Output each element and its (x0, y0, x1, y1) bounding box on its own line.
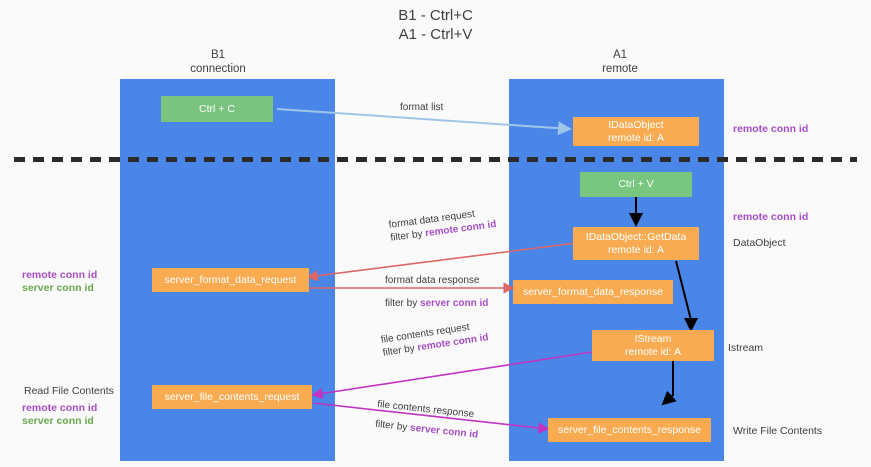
server-file-contents-response-box[interactable]: server_file_contents_response (548, 418, 711, 442)
idataobject-box[interactable]: IDataObject remote id: A (573, 117, 699, 146)
filter-value-server-conn-id: server conn id (420, 298, 489, 309)
edge-label-format-list: format list (400, 102, 444, 113)
column-header-a1: A1 remote (602, 49, 638, 75)
server-format-data-request-box[interactable]: server_format_data_request (152, 268, 309, 292)
ctrl-v-box[interactable]: Ctrl + V (580, 172, 692, 197)
left-label-read-file-contents: Read File Contents (24, 385, 114, 397)
server-file-contents-request-box[interactable]: server_file_contents_request (152, 385, 312, 409)
right-label-dataobject: DataObject (733, 237, 786, 249)
idataobject-getdata-box[interactable]: IDataObject::GetData remote id: A (573, 227, 699, 260)
edge-label-format-data-response-filter: filter by server conn id (385, 298, 489, 309)
edge-label-file-contents-response-main: file contents response (376, 398, 475, 421)
left-label-remote-conn-id-mid: remote conn id (22, 269, 98, 281)
edge-label-file-contents-request: file contents request filter by remote c… (380, 318, 489, 359)
right-label-write-file-contents: Write File Contents (733, 425, 823, 437)
filter-value-server-conn-id-2: server conn id (409, 422, 479, 441)
edge-label-file-contents-response-filter: filter by server conn id (374, 418, 479, 441)
istream-box[interactable]: IStream remote id: A (592, 330, 714, 361)
ctrl-c-box[interactable]: Ctrl + C (161, 96, 273, 122)
left-label-server-conn-id-mid: server conn id (22, 282, 94, 294)
right-label-remote-conn-id-top: remote conn id (733, 123, 809, 135)
edge-label-format-data-response-main: format data response (385, 275, 480, 286)
column-header-b1: B1 connection (190, 49, 246, 75)
right-label-istream: Istream (728, 342, 764, 354)
server-format-data-response-box[interactable]: server_format_data_response (513, 280, 673, 304)
left-label-remote-conn-id-bottom: remote conn id (22, 402, 98, 414)
page-title: B1 - Ctrl+C A1 - Ctrl+V (398, 7, 473, 43)
edge-label-file-contents-response: file contents response filter by server … (375, 398, 481, 442)
edge-label-format-data-request: format data request filter by remote con… (388, 205, 497, 245)
phase-divider (14, 157, 857, 162)
edge-label-format-data-response: format data response filter by server co… (385, 274, 488, 310)
left-label-server-conn-id-bottom: server conn id (22, 415, 94, 427)
right-label-remote-conn-id-mid: remote conn id (733, 211, 809, 223)
